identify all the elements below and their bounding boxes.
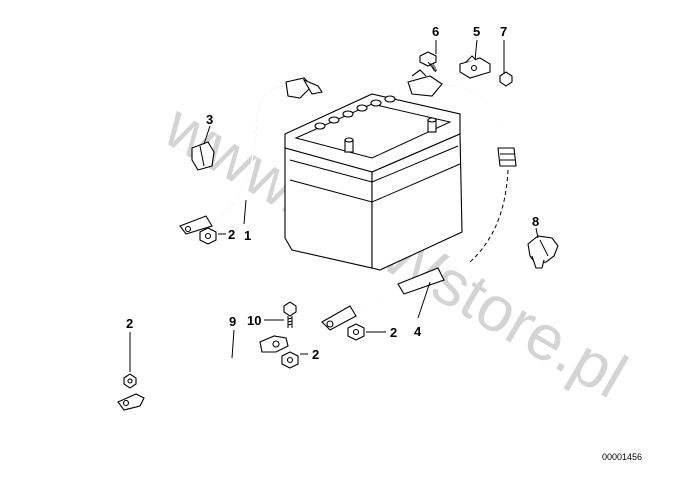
- nut-part-2-d: [281, 351, 299, 369]
- nut-part-2-b: [347, 323, 365, 341]
- clip-part-3: [191, 141, 215, 171]
- battery-terminals: [344, 117, 437, 153]
- battery-cell-caps: [314, 95, 396, 130]
- callout-6: 6: [432, 24, 439, 39]
- bolt-part-10: [283, 301, 297, 328]
- callout-2-d: 2: [312, 347, 319, 362]
- cover-part-8: [527, 235, 559, 269]
- callout-2-b: 2: [390, 325, 397, 340]
- nut-part-2-a: [199, 227, 217, 245]
- cable-part-9: [117, 335, 289, 411]
- leader-lines: [129, 39, 539, 372]
- nut-part-2-c: [123, 373, 137, 389]
- bolt-part-6: [419, 51, 437, 73]
- clamp-part-5: [459, 55, 491, 79]
- callout-1: 1: [244, 228, 251, 243]
- callout-10: 10: [247, 313, 261, 328]
- callout-8: 8: [532, 214, 539, 229]
- nut-part-7: [499, 71, 513, 87]
- callout-4: 4: [414, 324, 422, 339]
- cable-part-4: [321, 69, 517, 331]
- cable-part-1: [179, 77, 323, 235]
- callout-2-c: 2: [126, 316, 133, 331]
- callout-9: 9: [229, 314, 236, 329]
- battery: [284, 93, 463, 271]
- diagram-reference-number: 00001456: [602, 452, 642, 462]
- callout-5: 5: [473, 24, 480, 39]
- callout-3: 3: [206, 112, 213, 127]
- callout-2-a: 2: [228, 227, 235, 242]
- callout-7: 7: [500, 24, 507, 39]
